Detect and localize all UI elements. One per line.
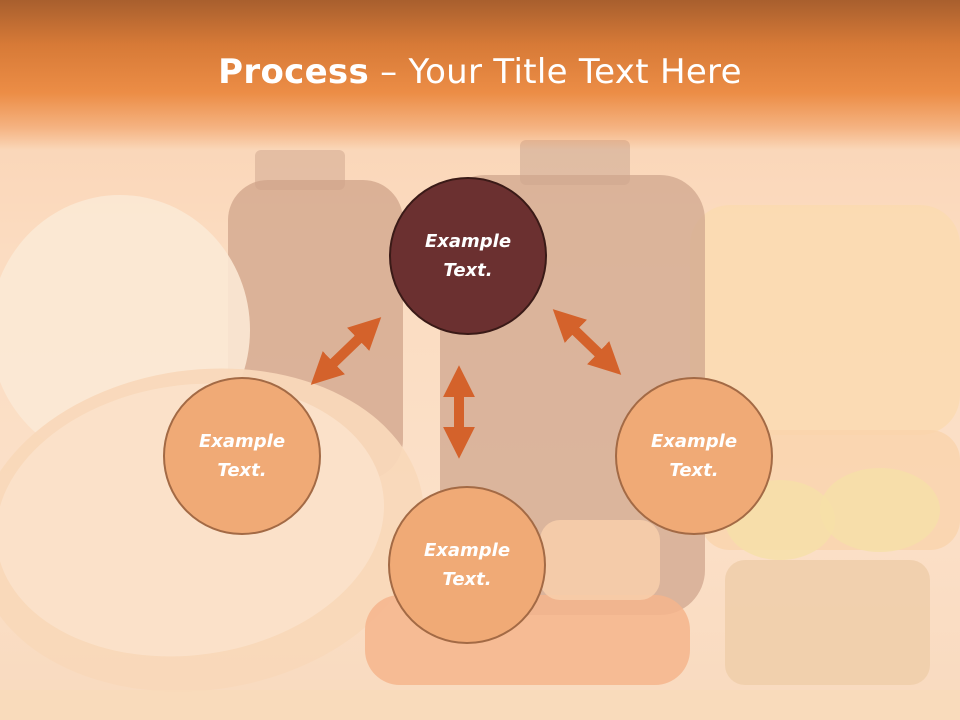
title-rest-text: – Your Title Text Here	[369, 52, 742, 92]
process-node-top[interactable]: Example Text.	[389, 177, 547, 335]
title-bold-text: Process	[218, 52, 370, 92]
node-left-text: Example Text.	[198, 431, 286, 481]
process-node-bottom[interactable]: Example Text.	[388, 486, 546, 644]
node-top-text: Example Text.	[424, 231, 512, 281]
node-bottom-text: Example Text.	[423, 540, 511, 590]
node-right-text: Example Text.	[650, 431, 738, 481]
process-node-left[interactable]: Example Text.	[163, 377, 321, 535]
arrow-top-left	[310, 317, 382, 385]
process-node-right[interactable]: Example Text.	[615, 377, 773, 535]
title-bar	[0, 0, 960, 150]
slide-title[interactable]: Process – Your Title Text Here	[0, 52, 960, 92]
arrow-top-right	[552, 309, 622, 375]
